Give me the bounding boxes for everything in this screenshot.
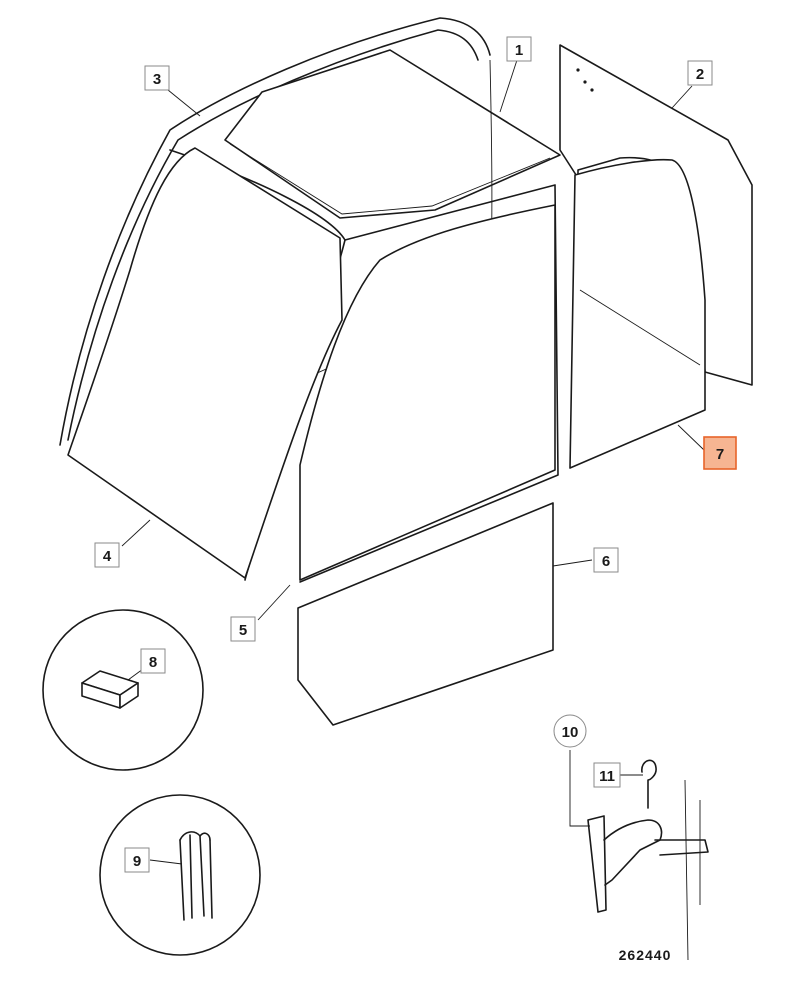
callout-1: 1: [515, 42, 523, 59]
detail-circle-9: [99, 794, 261, 956]
callout-5-box: [230, 616, 256, 642]
detail-circle-8: [42, 609, 204, 771]
leader-4: [121, 519, 151, 547]
rear-glass-hole: [576, 68, 580, 72]
leader-6: [552, 559, 593, 567]
rear-glass-hole: [590, 88, 594, 92]
part-9-seal-top: [179, 831, 211, 841]
part-10-latch-rod: [654, 839, 709, 856]
callout-7-box: [703, 436, 737, 470]
leader-1: [499, 59, 518, 113]
part-7-inner-line: [579, 289, 701, 366]
callout-9-box: [124, 847, 150, 873]
callout-3-box: [144, 65, 170, 91]
leader-7: [677, 424, 705, 451]
callout-6-box: [593, 547, 619, 573]
part-8-block-end: [119, 682, 139, 709]
part-6-lower-glass: [297, 502, 554, 726]
drawing-number: 262440: [619, 947, 672, 963]
callout-10: 10: [562, 724, 579, 741]
part-10-latch-arm: [603, 819, 663, 886]
callout-10-circle: [553, 714, 587, 748]
callout-8-box: [140, 648, 166, 674]
callout-11: 11: [599, 768, 615, 785]
rear-glass-hole: [583, 80, 587, 84]
leader-10: [569, 750, 590, 827]
callout-6: 6: [602, 553, 610, 570]
part-1-roof-glass: [224, 49, 561, 219]
part-3-roof-frame-inner: [67, 29, 479, 441]
callout-2: 2: [696, 66, 704, 83]
callout-4-box: [94, 542, 120, 568]
part-5-door-glass: [299, 204, 556, 581]
leader-5: [257, 584, 291, 621]
callout-4: 4: [103, 548, 112, 565]
leader-9: [149, 859, 183, 865]
part-3-roof-frame: [59, 17, 491, 446]
callout-2-box: [687, 60, 713, 86]
callout-8: 8: [149, 654, 157, 671]
part-4-left-glass: [67, 147, 343, 579]
callout-9: 9: [133, 853, 141, 870]
part-9-seal: [179, 834, 213, 921]
callout-3: 3: [153, 71, 161, 88]
part-1-roof-glass-edge: [229, 143, 551, 215]
leader-2: [671, 85, 693, 109]
callout-7: 7: [716, 446, 724, 463]
part-11-pin: [641, 759, 657, 809]
part-7-side-glass: [569, 158, 706, 469]
callout-5: 5: [239, 622, 247, 639]
latch-frame: [684, 779, 701, 961]
callout-11-box: [593, 762, 621, 788]
leader-3: [167, 89, 201, 117]
part-10-latch: [587, 815, 607, 913]
callout-1-box: [506, 36, 532, 62]
